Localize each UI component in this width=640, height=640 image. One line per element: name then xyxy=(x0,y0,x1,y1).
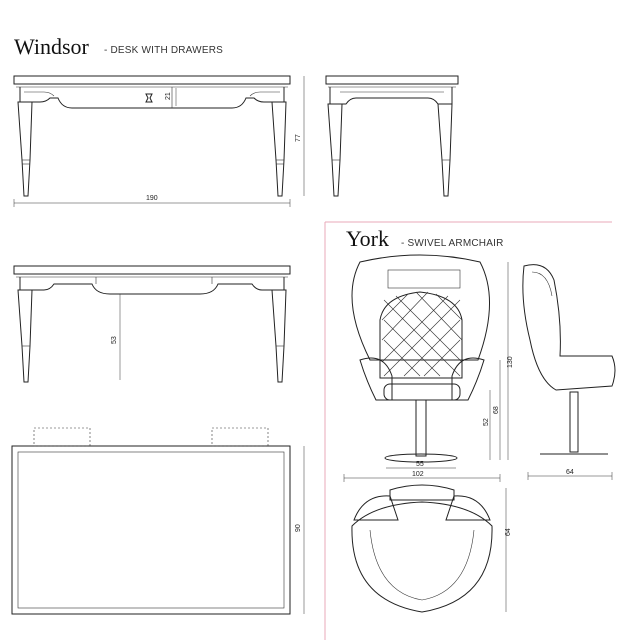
windsor-front-view: 21 190 77 xyxy=(13,75,305,207)
york-dim-arm: 68 xyxy=(493,406,500,414)
windsor-top-view: 90 xyxy=(11,427,305,615)
windsor-title: Windsor xyxy=(14,34,89,59)
windsor-subtitle: - DESK WITH DRAWERS xyxy=(104,45,223,56)
york-title: York xyxy=(346,226,390,251)
windsor-dim-depth: 90 xyxy=(295,524,302,532)
windsor-side-view xyxy=(325,75,459,197)
windsor-dim-drawer: 21 xyxy=(165,92,172,100)
york-front-view: 130 68 52 55 102 xyxy=(343,254,514,482)
york-dim-height: 130 xyxy=(507,356,514,368)
york-dim-width: 102 xyxy=(412,471,424,478)
york-dim-seat: 52 xyxy=(483,418,490,426)
york-dim-top-depth: 64 xyxy=(505,528,512,536)
york-subtitle: - SWIVEL ARMCHAIR xyxy=(401,238,504,249)
section-divider xyxy=(324,221,612,640)
york-dim-side-depth: 64 xyxy=(566,469,574,476)
york-side-view: 64 xyxy=(522,264,616,480)
windsor-dim-height: 77 xyxy=(295,134,302,142)
windsor-dim-width: 190 xyxy=(146,195,158,202)
york-top-view: 64 xyxy=(351,484,512,613)
york-dim-base: 55 xyxy=(416,461,424,468)
windsor-rear-view: 53 xyxy=(13,265,291,383)
windsor-dim-leg: 53 xyxy=(111,336,118,344)
